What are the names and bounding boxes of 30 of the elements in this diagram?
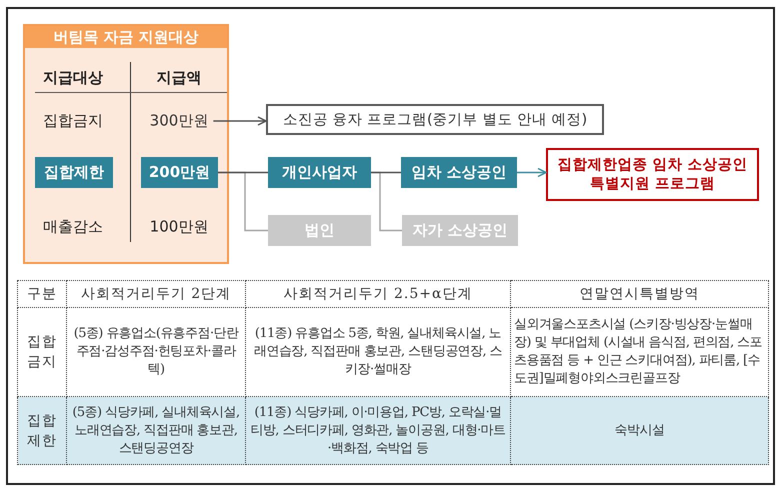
table-cell: 숙박시설 <box>510 396 768 464</box>
panel <box>23 24 229 264</box>
row-header: 집합제한 <box>18 396 66 464</box>
column-header: 지급대상 <box>43 68 103 88</box>
row-label: 집합금지 <box>43 112 103 130</box>
program-box: 소진공 융자 프로그램(중기부 별도 안내 예정) <box>266 104 604 135</box>
category-box: 집합제한 <box>35 157 113 188</box>
column-header: 구분 <box>18 280 66 308</box>
table-cell: (11종) 식당카페, 이·미용업, PC방, 오락실·멀티방, 스터디카페, 영화관, 놀이공원, 대형·마트·백화점, 숙박업 등 <box>246 396 510 464</box>
amount-box: 200만원 <box>141 157 218 188</box>
connector <box>218 172 268 174</box>
amount-label: 100만원 <box>150 218 208 236</box>
table-cell: (5종) 식당카페, 실내체육시설, 노래연습장, 직접판매 홍보관, 스탠딩공연장 <box>66 396 246 464</box>
arrow <box>517 168 547 178</box>
table-cell: (11종) 유흥업소 5종, 학원, 실내체육시설, 노래연습장, 직접판매 홍보관, 스탠딩공연장, 스키장·썰매장 <box>246 308 510 396</box>
program-box: 집합제한업종 임차 소상공인 특별지원 프로그램 <box>546 148 759 201</box>
column-header: 연말연시특별방역 <box>510 280 768 308</box>
row-header: 집합금지 <box>18 308 66 396</box>
column-header: 지급액 <box>156 68 202 88</box>
column-header: 사회적거리두기 2단계 <box>66 280 246 308</box>
recipient-box: 개인사업자 <box>268 157 371 188</box>
column-header: 사회적거리두기 2.5+α단계 <box>246 280 510 308</box>
table-cell: (5종) 유흥업소(유흥주점·단란주점·감성주점·헌팅포차·콜라텍) <box>66 308 246 396</box>
connector <box>371 172 401 174</box>
arrow <box>213 116 267 126</box>
header-band: 버팀목 자금 지원대상 <box>25 26 227 48</box>
amount-label: 300만원 <box>144 112 214 130</box>
row-label: 매출감소 <box>43 218 103 236</box>
recipient-box: 임차 소상공인 <box>401 157 517 188</box>
table-cell: 실외겨울스포츠시설 (스키장·빙상장·눈썰매장) 및 부대업체 (시설내 음식점, 편의점, 스포츠용품점 등 + 인근 스키대여점), 파티룸, [수도권]밀폐형야외스크린골프장 <box>510 308 768 396</box>
